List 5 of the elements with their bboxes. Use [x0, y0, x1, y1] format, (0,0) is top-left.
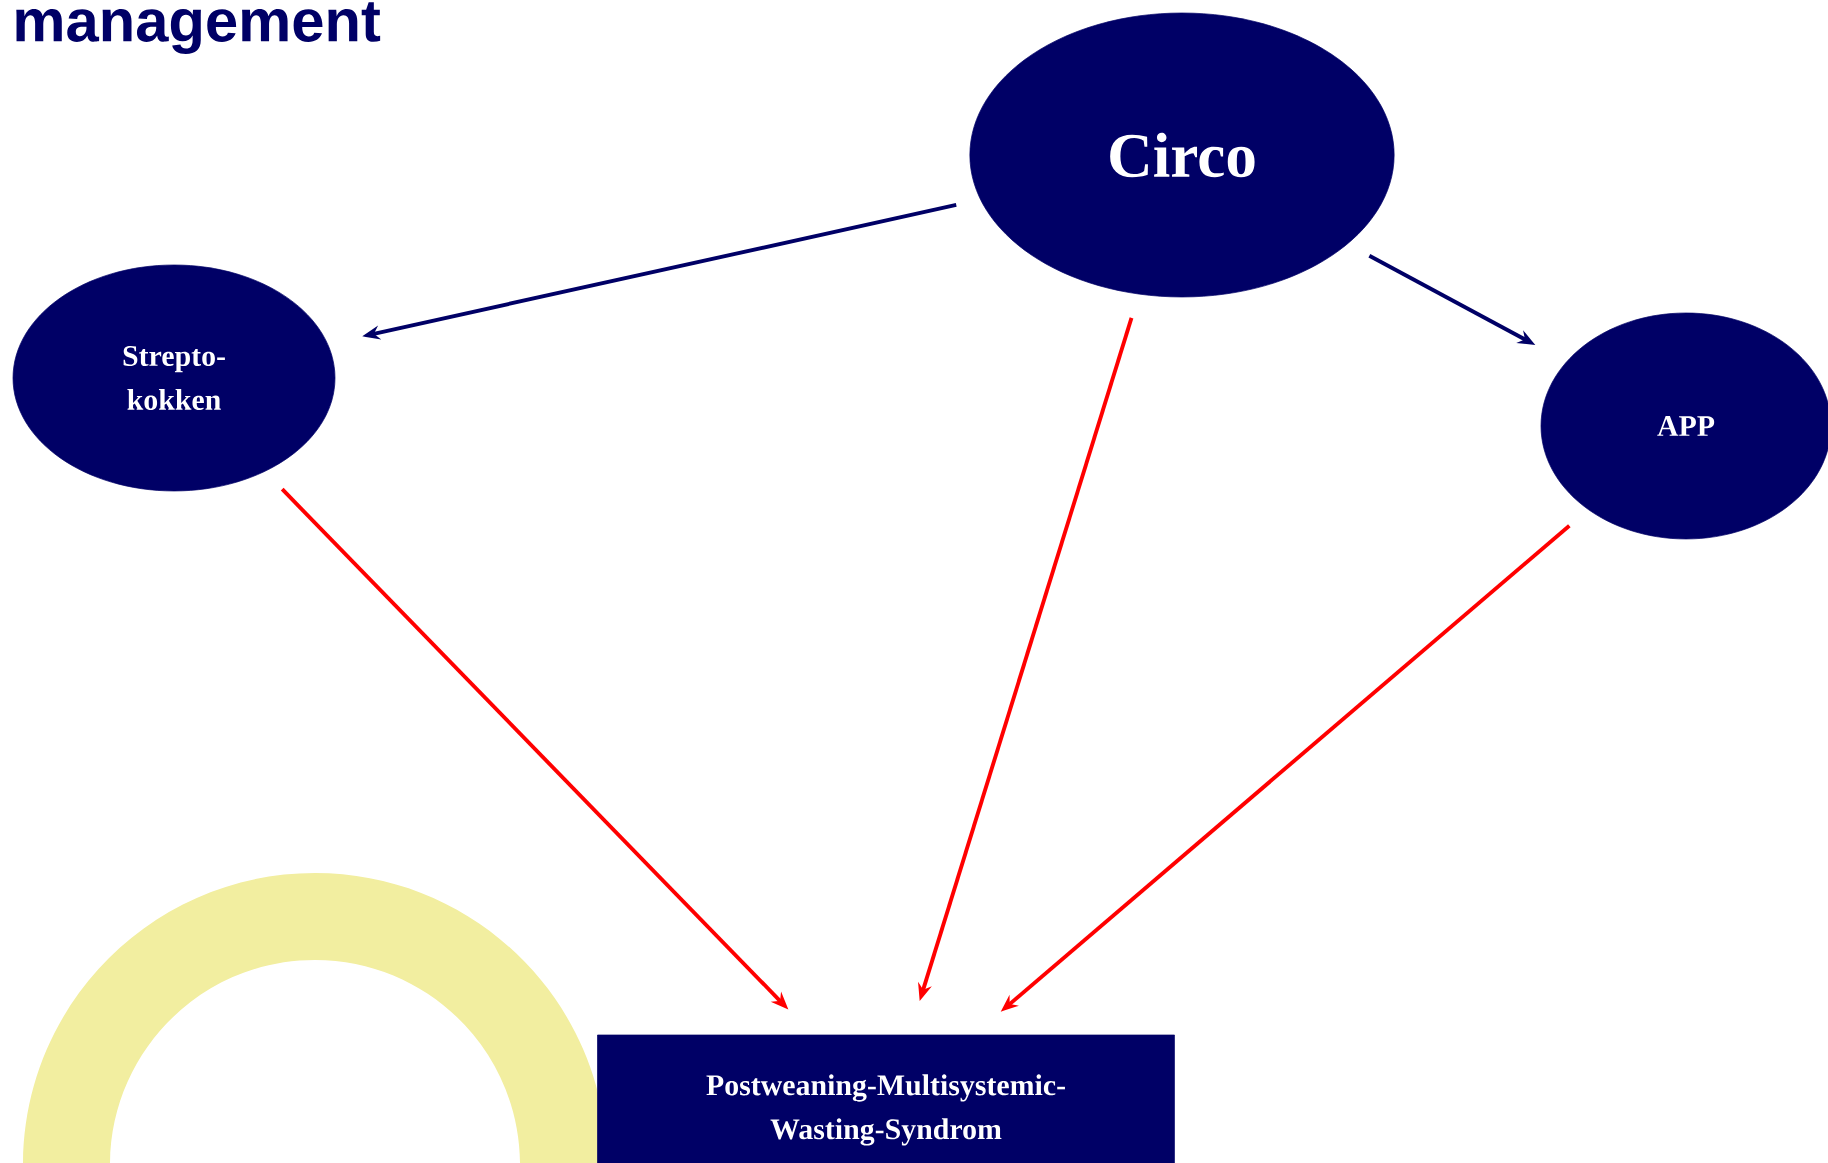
- title: management: [16, 2, 381, 54]
- ellipse-node: Strepto- kokken: [12, 264, 336, 492]
- ellipse-node: APP: [1540, 312, 1828, 540]
- process-box: Postweaning-Multisystemic- Wasting-Syndrom: [597, 1034, 1175, 1163]
- ellipse-node: Circo: [969, 12, 1395, 298]
